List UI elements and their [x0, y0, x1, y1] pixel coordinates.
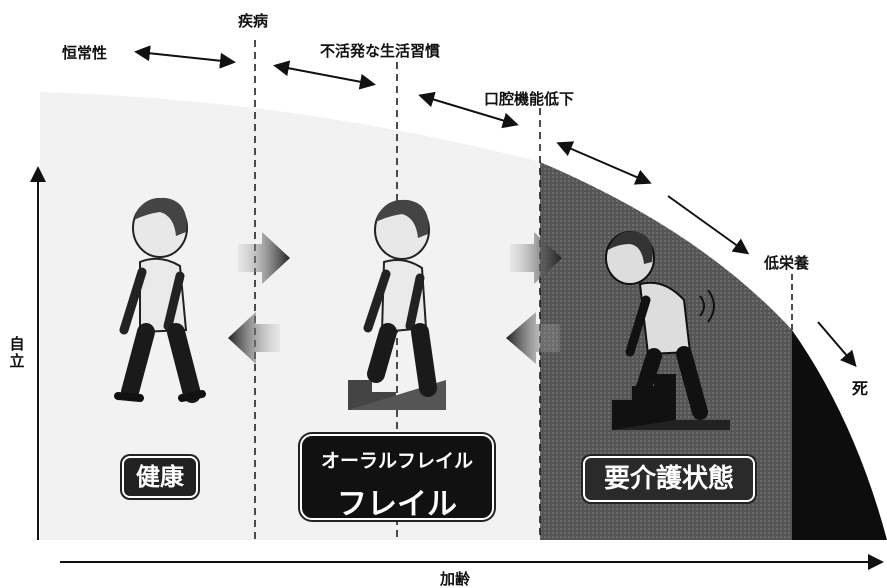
habits-arrow [273, 60, 376, 90]
bad-habits-label: 不活発な生活習慣 [320, 42, 440, 60]
backward-arrow-icon [506, 312, 560, 364]
care-needed-badge: 要介護状態 [583, 456, 755, 502]
homeostasis-label: 恒常性 [62, 44, 107, 62]
backward-arrow-icon [228, 312, 280, 364]
forward-arrow-icon [238, 232, 290, 284]
oral-decline-arrow [418, 91, 519, 129]
y-axis-label: 自 立 [8, 336, 26, 369]
y-axis-label-char: 自 [9, 335, 25, 353]
oral-decline-label: 口腔機能低下 [484, 90, 574, 108]
forward-arrow-icon [510, 232, 562, 284]
frail-person-climbing-icon [348, 199, 446, 410]
healthy-walking-person-icon [114, 197, 206, 403]
end-of-life-zone [792, 330, 887, 540]
oral-frailty-badge: オーラルフレイル フレイル [300, 434, 494, 522]
y-axis-label-char: 立 [9, 351, 25, 370]
care-arrow [556, 141, 652, 185]
death-arrow [817, 321, 857, 368]
disease-label: 疾病 [238, 12, 268, 30]
undernutrition-label: 低栄養 [763, 254, 810, 272]
frailty-title: フレイル [337, 487, 457, 522]
healthy-badge: 健康 [122, 456, 198, 498]
homeostasis-arrow [134, 45, 236, 69]
x-axis-label: 加齢 [439, 570, 471, 588]
oral-frailty-title: オーラルフレイル [320, 450, 473, 472]
decline-arrow [667, 195, 750, 255]
collapsing-person-icon [605, 231, 730, 430]
death-label: 死 [852, 379, 868, 398]
